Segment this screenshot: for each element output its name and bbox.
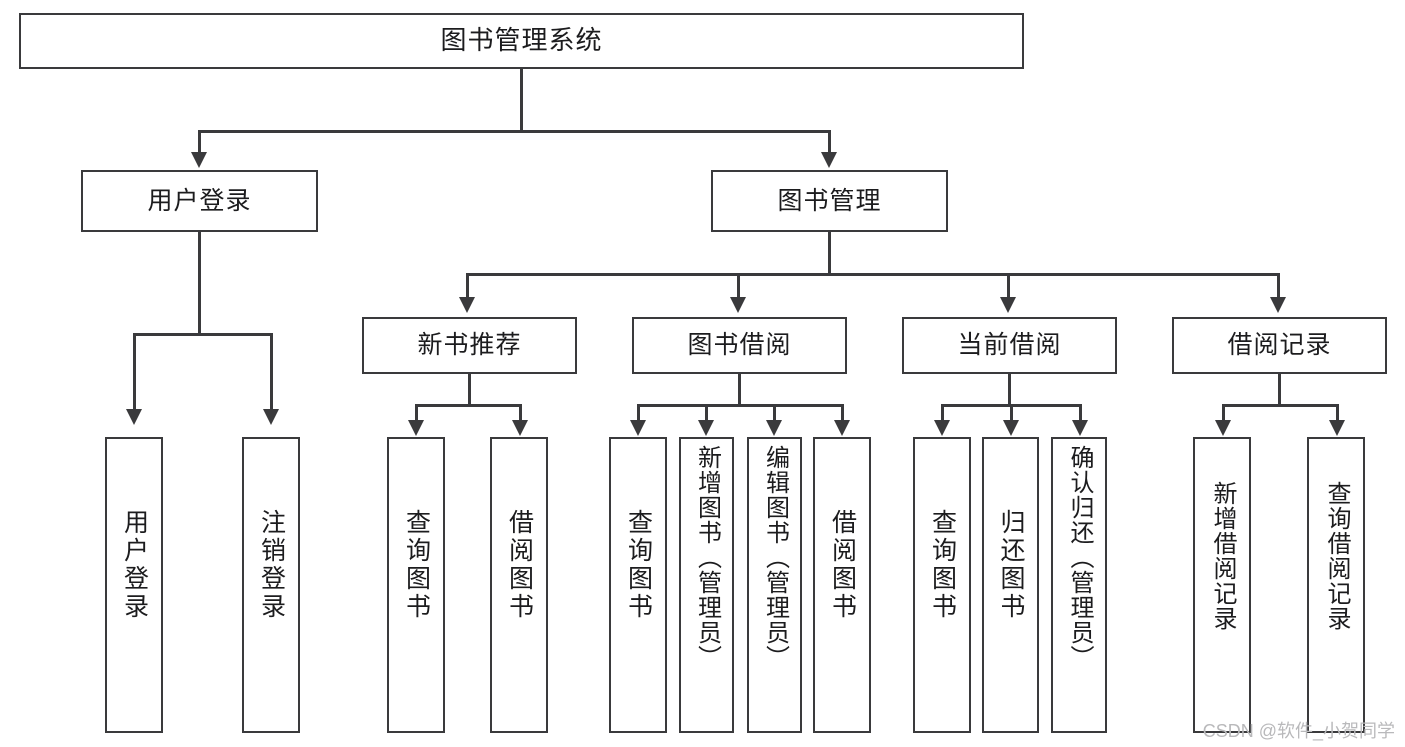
node-label: 新增图书（管理员）: [693, 445, 721, 670]
leaf-borrow-book-2[interactable]: 借阅图书: [813, 437, 871, 733]
watermark-csdn: CSDN @软件_小贺同学: [1202, 721, 1395, 741]
leaf-query-book-3[interactable]: 查询图书: [913, 437, 971, 733]
arrowhead-user-login-to-leaf-logout: [263, 409, 279, 425]
leaf-add-borrow-record[interactable]: 新增借阅记录: [1193, 437, 1251, 733]
connector-book-borrow-to-edit: [773, 404, 776, 422]
node-user-login[interactable]: 用户登录: [81, 170, 318, 232]
connector-book-manage-bus: [466, 273, 1280, 276]
arrowhead-book-borrow-to-add: [698, 420, 714, 436]
connector-user-login-stem: [198, 232, 201, 336]
node-new-book-recommend[interactable]: 新书推荐: [362, 317, 577, 374]
leaf-borrow-book-1[interactable]: 借阅图书: [490, 437, 548, 733]
node-label: 查询图书: [402, 509, 431, 621]
leaf-logout[interactable]: 注销登录: [242, 437, 300, 733]
arrowhead-root-to-book-manage: [821, 152, 837, 168]
leaf-return-book[interactable]: 归还图书: [982, 437, 1039, 733]
arrowhead-book-manage-to-borrow-record: [1270, 297, 1286, 313]
node-label: 新增借阅记录: [1209, 481, 1236, 631]
arrowhead-current-borrow-to-confirm: [1072, 420, 1088, 436]
node-label: 用户登录: [120, 509, 149, 621]
node-book-borrow[interactable]: 图书借阅: [632, 317, 847, 374]
connector-current-borrow-to-query: [941, 404, 944, 422]
node-label: 编辑图书（管理员）: [761, 445, 789, 670]
arrowhead-book-borrow-to-borrow: [834, 420, 850, 436]
node-label: 当前借阅: [957, 331, 1062, 360]
leaf-user-login[interactable]: 用户登录: [105, 437, 163, 733]
connector-new-book-to-borrow: [519, 404, 522, 422]
node-label: 查询图书: [928, 509, 957, 621]
connector-new-book-bus: [415, 404, 522, 407]
node-label: 用户登录: [147, 186, 252, 215]
arrowhead-book-borrow-to-query: [630, 420, 646, 436]
connector-book-borrow-bus: [637, 404, 843, 407]
arrowhead-current-borrow-to-query: [934, 420, 950, 436]
leaf-confirm-return-admin[interactable]: 确认归还（管理员）: [1051, 437, 1107, 733]
leaf-query-book-1[interactable]: 查询图书: [387, 437, 445, 733]
arrowhead-current-borrow-to-return: [1003, 420, 1019, 436]
connector-root-to-book-manage: [828, 130, 831, 154]
connector-borrow-record-to-query: [1336, 404, 1339, 422]
connector-book-manage-to-current-borrow: [1007, 273, 1010, 299]
node-label: 确认归还（管理员）: [1066, 445, 1093, 670]
connector-root-to-user-login: [198, 130, 201, 154]
arrowhead-book-borrow-to-edit: [766, 420, 782, 436]
connector-current-borrow-to-return: [1010, 404, 1013, 422]
node-label: 注销登录: [257, 509, 286, 621]
node-label: 借阅图书: [828, 509, 857, 621]
leaf-edit-book-admin[interactable]: 编辑图书（管理员）: [747, 437, 802, 733]
arrowhead-new-book-to-borrow: [512, 420, 528, 436]
arrowhead-borrow-record-to-query: [1329, 420, 1345, 436]
connector-root-bus: [198, 130, 831, 133]
connector-current-borrow-stem: [1008, 374, 1011, 407]
leaf-query-borrow-record[interactable]: 查询借阅记录: [1307, 437, 1365, 733]
arrowhead-book-manage-to-book-borrow: [730, 297, 746, 313]
arrowhead-root-to-user-login: [191, 152, 207, 168]
node-label: 借阅图书: [505, 509, 534, 621]
connector-book-borrow-stem: [738, 374, 741, 407]
connector-book-borrow-to-borrow: [841, 404, 844, 422]
node-label: 图书借阅: [687, 331, 792, 360]
connector-book-manage-stem: [828, 232, 831, 276]
node-label: 借阅记录: [1227, 331, 1332, 360]
arrowhead-user-login-to-leaf-login: [126, 409, 142, 425]
node-current-borrow[interactable]: 当前借阅: [902, 317, 1117, 374]
arrowhead-book-manage-to-new-book: [459, 297, 475, 313]
connector-borrow-record-to-add: [1222, 404, 1225, 422]
connector-book-borrow-to-add: [705, 404, 708, 422]
connector-user-login-to-leaf-login: [133, 333, 136, 411]
arrowhead-book-manage-to-current-borrow: [1000, 297, 1016, 313]
node-borrow-record[interactable]: 借阅记录: [1172, 317, 1387, 374]
arrowhead-new-book-to-query: [408, 420, 424, 436]
connector-user-login-to-leaf-logout: [270, 333, 273, 411]
connector-new-book-stem: [468, 374, 471, 407]
node-label: 查询图书: [624, 509, 653, 621]
connector-user-login-bus: [133, 333, 272, 336]
connector-root-stem: [520, 69, 523, 132]
node-label: 新书推荐: [417, 331, 522, 360]
connector-book-borrow-to-query: [637, 404, 640, 422]
node-book-management[interactable]: 图书管理: [711, 170, 948, 232]
node-label: 图书管理系统: [440, 25, 603, 56]
connector-current-borrow-to-confirm: [1079, 404, 1082, 422]
connector-borrow-record-stem: [1278, 374, 1281, 407]
node-root-book-management-system[interactable]: 图书管理系统: [19, 13, 1024, 69]
leaf-add-book-admin[interactable]: 新增图书（管理员）: [679, 437, 734, 733]
connector-book-manage-to-book-borrow: [737, 273, 740, 299]
node-label: 归还图书: [997, 509, 1025, 621]
node-label: 图书管理: [777, 186, 882, 215]
connector-book-manage-to-new-book: [466, 273, 469, 299]
node-label: 查询借阅记录: [1323, 481, 1350, 631]
connector-new-book-to-query: [415, 404, 418, 422]
connector-book-manage-to-borrow-record: [1277, 273, 1280, 299]
arrowhead-borrow-record-to-add: [1215, 420, 1231, 436]
connector-borrow-record-bus: [1222, 404, 1338, 407]
leaf-query-book-2[interactable]: 查询图书: [609, 437, 667, 733]
